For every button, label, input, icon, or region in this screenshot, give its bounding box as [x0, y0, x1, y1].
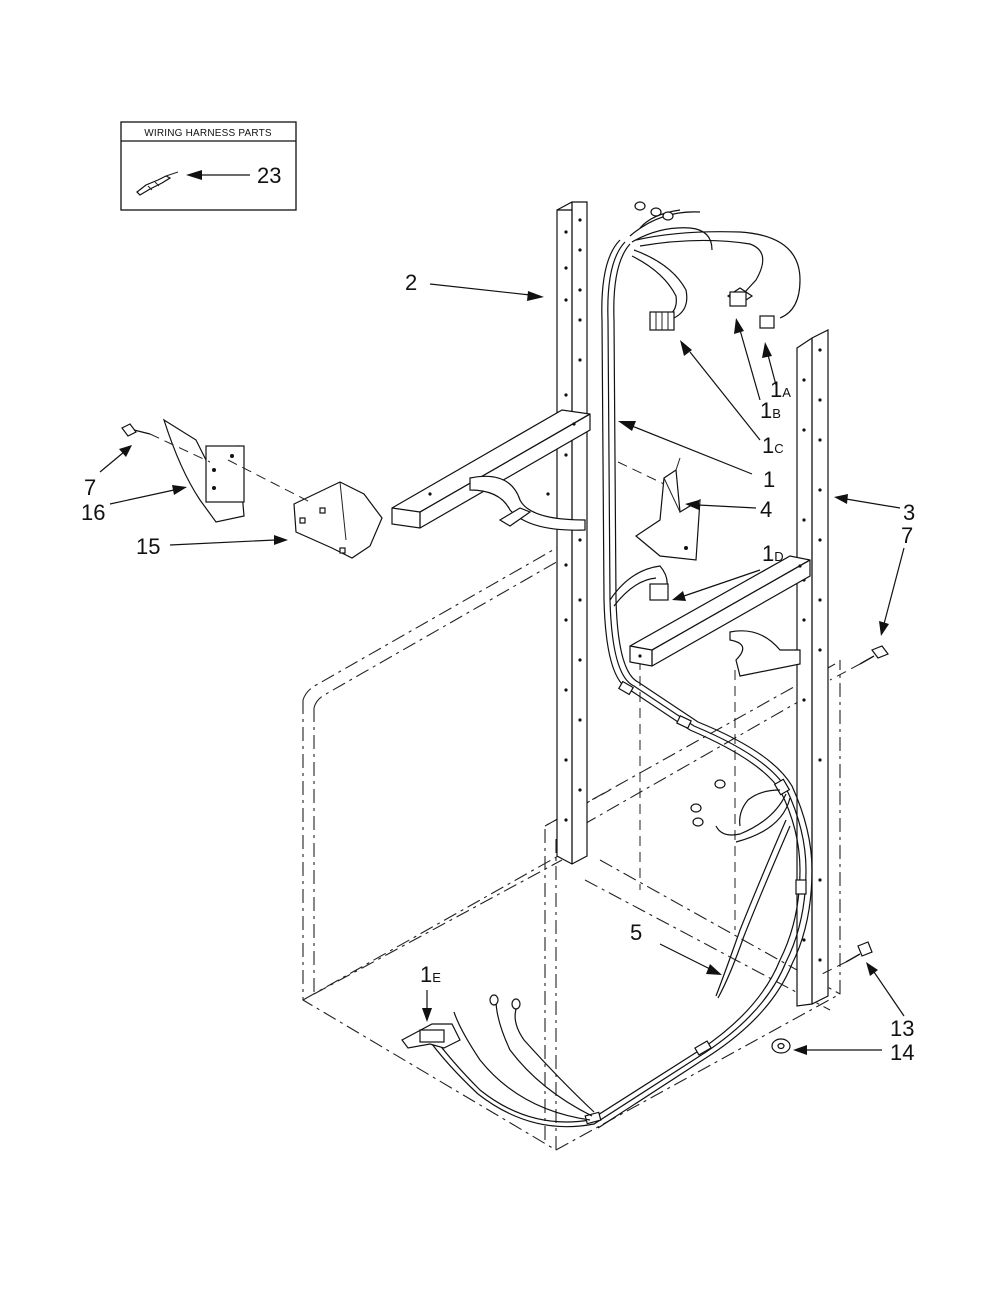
- mid-pin-connectors: [690, 779, 726, 827]
- callout-arrows: [99, 283, 905, 1055]
- callout-7-right: 7: [901, 523, 913, 548]
- connector-1d: [649, 583, 669, 601]
- callout-1a: 1A: [770, 377, 791, 402]
- mounting-plate-part-16: [162, 418, 311, 523]
- callout-1e: 1E: [420, 962, 441, 987]
- bracket-part-4: [617, 457, 701, 561]
- callout-15: 15: [136, 534, 160, 559]
- callout-2: 2: [405, 270, 417, 295]
- callout-1c: 1C: [762, 433, 784, 458]
- screw-part-13: [817, 941, 873, 977]
- callout-14: 14: [890, 1040, 914, 1065]
- wiring-harness-parts-box: WIRING HARNESS PARTS 23: [120, 121, 297, 211]
- washer-part-14: [771, 1038, 791, 1054]
- screw-part-7-right: [829, 645, 889, 681]
- callout-23: 23: [257, 163, 281, 188]
- connector-1b: [726, 287, 754, 307]
- right-upright-part-3: [796, 329, 829, 1007]
- cabinet-outline: [302, 545, 841, 1151]
- side-bracket-part-15: [293, 481, 383, 559]
- connector-1c: [649, 311, 675, 331]
- callout-4: 4: [760, 497, 772, 522]
- connector-1e: [401, 1023, 461, 1049]
- callout-13: 13: [890, 1016, 914, 1041]
- wiring-harness-part-1: [401, 201, 813, 1129]
- terminal-connector-icon: [136, 171, 179, 196]
- left-cross-rail: [391, 409, 591, 531]
- callout-3: 3: [903, 500, 915, 525]
- harness-box-title: WIRING HARNESS PARTS: [144, 128, 272, 139]
- callout-1b: 1B: [760, 398, 781, 423]
- callout-1: 1: [763, 467, 775, 492]
- right-cross-rail: [629, 555, 811, 677]
- callout-1d: 1D: [762, 541, 784, 566]
- callout-5: 5: [630, 920, 642, 945]
- left-upright-part-2: [556, 201, 588, 865]
- callout-7-left: 7: [84, 475, 96, 500]
- screw-part-7-left: [121, 423, 211, 463]
- callout-16: 16: [81, 500, 105, 525]
- connector-1a: [759, 315, 775, 329]
- top-pin-connectors: [634, 201, 674, 221]
